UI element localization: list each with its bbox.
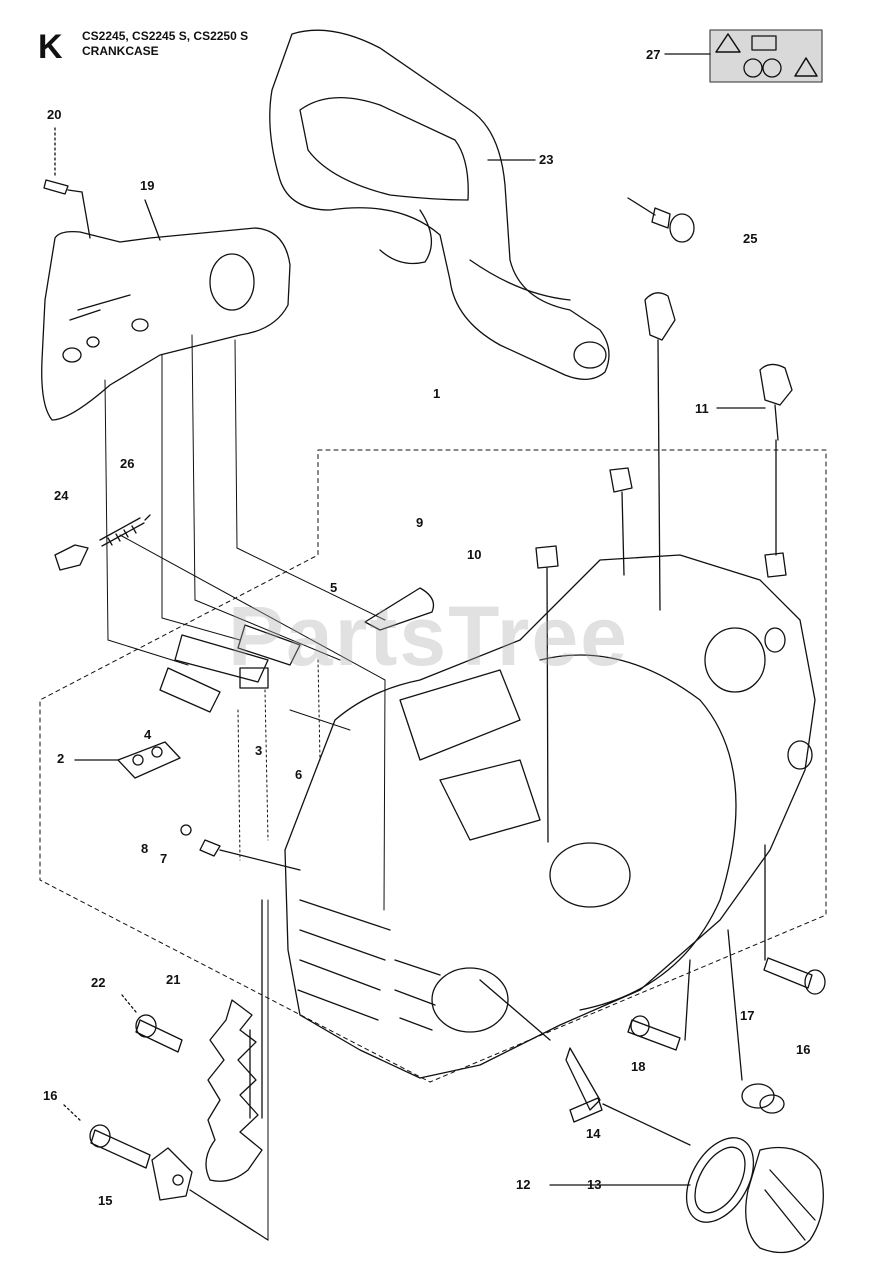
callout-13[interactable]: 13: [587, 1177, 602, 1192]
safety-label-part: [664, 29, 823, 83]
callout-12[interactable]: 12: [516, 1177, 531, 1192]
callout-4[interactable]: 4: [144, 727, 152, 742]
callout-24[interactable]: 24: [54, 488, 69, 503]
callout-16-left[interactable]: 16: [43, 1088, 58, 1103]
bolt-20-part: [43, 127, 91, 239]
callout-22[interactable]: 22: [91, 975, 106, 990]
chain-guide-part: [364, 587, 435, 631]
section-letter: K: [38, 28, 63, 66]
callout-17[interactable]: 17: [740, 1008, 755, 1023]
chain-guard-plate-part: [41, 199, 291, 421]
rear-handle-part: [269, 29, 610, 380]
callout-19[interactable]: 19: [140, 178, 155, 193]
filler-cap-part: [549, 1137, 824, 1254]
bolt-16-part: [63, 1104, 151, 1169]
plug-part: [727, 929, 785, 1114]
sensor-top-part: [644, 292, 676, 611]
bolt-17-part: [763, 844, 826, 995]
callout-14[interactable]: 14: [586, 1126, 601, 1141]
callout-16-right[interactable]: 16: [796, 1042, 811, 1057]
callout-8[interactable]: 8: [141, 841, 149, 856]
bolt-18-part: [627, 959, 691, 1051]
diagram-title: CRANKCASE: [82, 44, 159, 58]
callout-18[interactable]: 18: [631, 1059, 646, 1074]
crankcase-body-part: [284, 554, 816, 1079]
callout-5[interactable]: 5: [330, 580, 338, 595]
bracket-part: [151, 1147, 269, 1241]
callout-26[interactable]: 26: [120, 456, 135, 471]
lever-part: [479, 979, 691, 1146]
chain-catcher-part: [74, 741, 181, 779]
callout-6[interactable]: 6: [295, 767, 303, 782]
spring-part: [54, 514, 151, 571]
callout-20[interactable]: 20: [47, 107, 62, 122]
callout-21[interactable]: 21: [166, 972, 181, 987]
callout-23[interactable]: 23: [539, 152, 554, 167]
bolt-9-part: [609, 467, 633, 576]
bolt-22-part: [121, 994, 183, 1053]
callout-27[interactable]: 27: [646, 47, 661, 62]
callout-11[interactable]: 11: [695, 401, 709, 416]
callout-2[interactable]: 2: [57, 751, 65, 766]
callout-25[interactable]: 25: [743, 231, 758, 246]
model-list: CS2245, CS2245 S, CS2250 S: [82, 29, 249, 43]
watermark: PartsTree: [228, 589, 629, 683]
callout-9[interactable]: 9: [416, 515, 424, 530]
callout-7[interactable]: 7: [160, 851, 168, 866]
spike-bumper-part: [205, 899, 263, 1182]
bolt-10-part: [535, 545, 559, 843]
callout-15[interactable]: 15: [98, 1193, 113, 1208]
small-screw-part: [180, 824, 301, 871]
screw-25-part: [627, 197, 695, 243]
callout-1[interactable]: 1: [433, 386, 441, 401]
callout-10[interactable]: 10: [467, 547, 482, 562]
sensor-part: [716, 363, 793, 578]
crankcase-boundary: [39, 449, 827, 1083]
reference-lines: [104, 334, 386, 1241]
callout-3[interactable]: 3: [255, 743, 263, 758]
